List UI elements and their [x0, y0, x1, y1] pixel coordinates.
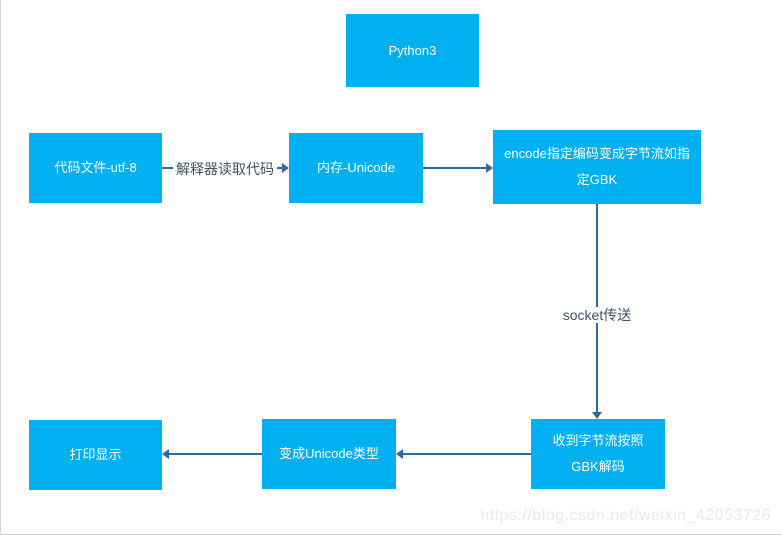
- csdn-watermark: https://blog.csdn.net/weixin_42053726: [480, 507, 771, 524]
- node-encode-gbk: encode指定编码变成字节流如指 定GBK: [493, 130, 701, 204]
- arrowhead-right-icon: [282, 163, 289, 173]
- edge-memory-to-encode: [423, 167, 486, 169]
- edge-label-socket-transfer: socket传送: [547, 306, 647, 324]
- arrowhead-down-icon: [592, 412, 602, 419]
- arrowhead-left-icon: [162, 449, 169, 459]
- arrowhead-right-icon: [486, 163, 493, 173]
- node-python3: Python3: [346, 14, 479, 87]
- node-code-file-utf8: 代码文件-utf-8: [29, 133, 162, 203]
- node-print-display: 打印显示: [29, 420, 162, 490]
- edge-become-unicode-to-print: [169, 453, 262, 455]
- arrowhead-left-icon: [396, 449, 403, 459]
- edge-label-text: socket传送: [559, 307, 635, 323]
- edge-label-interpreter-reads-code: 解释器读取代码: [163, 160, 287, 178]
- node-receive-bytes-gbk-decode: 收到字节流按照 GBK解码: [531, 419, 665, 489]
- edge-receive-to-become-unicode: [403, 453, 531, 455]
- node-become-unicode-type: 变成Unicode类型: [262, 419, 396, 489]
- node-memory-unicode: 内存-Unicode: [289, 133, 423, 203]
- edge-label-text: 解释器读取代码: [173, 161, 277, 177]
